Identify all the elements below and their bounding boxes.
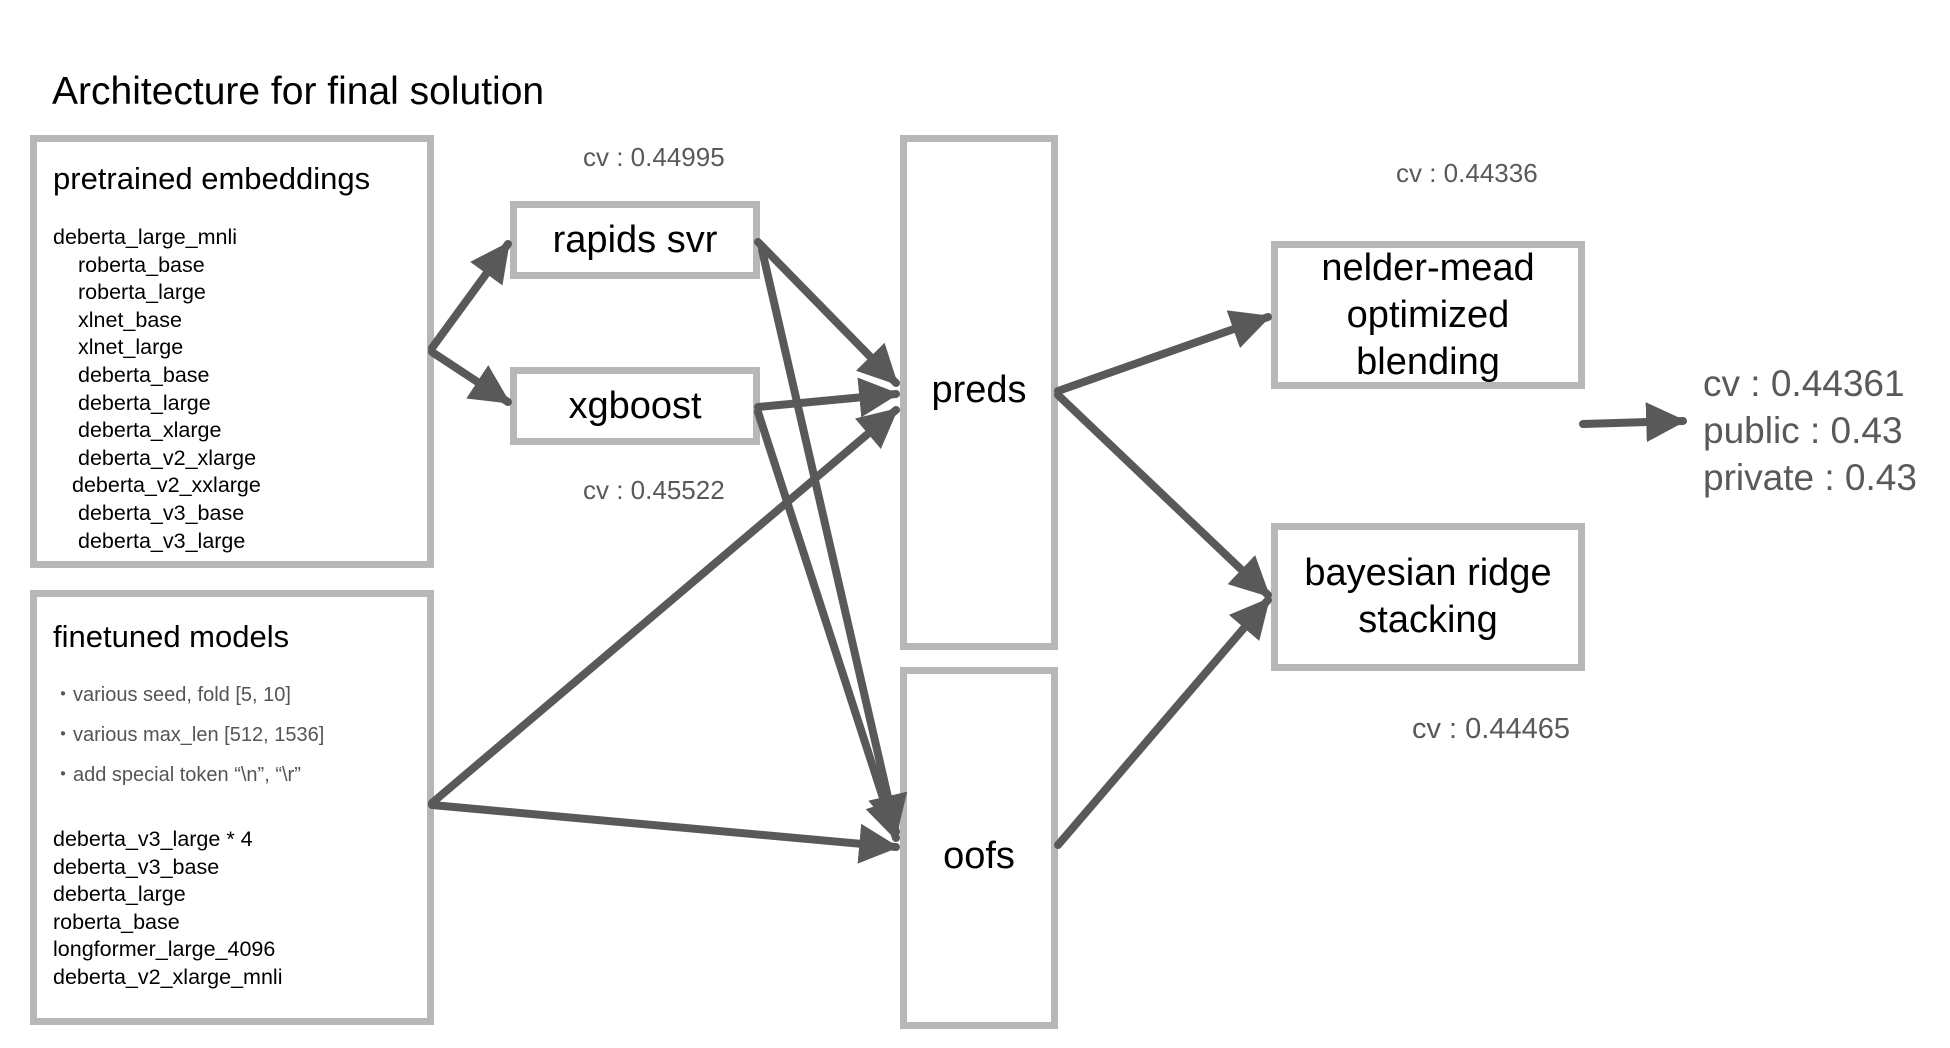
bayesian-ridge-line-2: stacking — [1358, 599, 1498, 641]
list-item: deberta_v3_large — [78, 528, 246, 553]
arrow-pretrained-to-xgboost — [428, 348, 512, 406]
oofs-label: oofs — [943, 834, 1015, 877]
arrow-xgboost-to-oofs — [754, 408, 904, 842]
arrow-preds-to-nelder-mead — [1054, 310, 1272, 395]
list-item: deberta_v2_xxlarge — [72, 473, 261, 498]
arrow-pretrained-to-svr — [428, 240, 512, 352]
nelder-mead-cv-score: cv : 0.44336 — [1396, 158, 1538, 188]
page-title: Architecture for final solution — [52, 70, 545, 113]
final-private-score: private : 0.43 — [1703, 457, 1917, 498]
arrow-finetuned-to-preds — [428, 406, 900, 807]
bayesian-ridge-cv-score: cv : 0.44465 — [1412, 713, 1570, 745]
oofs-node: oofs — [900, 667, 1058, 1029]
nelder-mead-label: nelder-mead optimized blending — [1278, 246, 1578, 383]
xgboost-cv-score: cv : 0.45522 — [583, 475, 725, 505]
arrow-svr-to-oofs — [758, 246, 908, 836]
list-item: roberta_base — [78, 252, 205, 277]
list-item: ・various seed, fold [5, 10] — [53, 684, 291, 706]
list-item: roberta_base — [53, 909, 180, 934]
bayesian-ridge-label: bayesian ridge stacking — [1278, 530, 1578, 664]
bayesian-ridge-line-1: bayesian ridge — [1304, 552, 1552, 594]
arrow-to-final-scores — [1579, 402, 1687, 443]
xgboost-label: xgboost — [568, 384, 702, 427]
preds-node: preds — [900, 135, 1058, 650]
rapids-svr-label: rapids svr — [552, 218, 718, 261]
pretrained-embeddings-list: deberta_large_mnli roberta_base roberta_… — [53, 224, 261, 555]
preds-label: preds — [931, 368, 1027, 411]
finetuned-models-box: finetuned models ・various seed, fold [5,… — [30, 590, 434, 1025]
arrow-svr-to-preds — [754, 238, 900, 387]
list-item: xlnet_base — [78, 307, 182, 332]
final-public-score: public : 0.43 — [1703, 410, 1903, 451]
list-item: roberta_large — [78, 280, 206, 305]
list-item: ・various max_len [512, 1536] — [53, 724, 325, 746]
finetuned-notes-list: ・various seed, fold [5, 10] ・various max… — [53, 675, 324, 795]
svr-cv-score: cv : 0.44995 — [583, 142, 725, 172]
list-item: deberta_base — [78, 362, 210, 387]
xgboost-node: xgboost — [510, 367, 760, 445]
nelder-mead-line-2: optimized — [1346, 293, 1510, 336]
list-item: deberta_v3_large * 4 — [53, 827, 253, 851]
list-item: deberta_large — [78, 390, 211, 415]
finetuned-models-list: deberta_v3_large * 4 deberta_v3_base deb… — [53, 826, 282, 992]
arrow-xgboost-to-preds — [754, 377, 900, 418]
nelder-mead-line-3: blending — [1356, 340, 1500, 383]
list-item: deberta_v2_xlarge — [78, 445, 257, 470]
list-item: deberta_v2_xlarge_mnli — [53, 964, 283, 989]
final-scores: cv : 0.44361 public : 0.43 private : 0.4… — [1703, 360, 1917, 501]
list-item: longformer_large_4096 — [53, 937, 276, 962]
nelder-mead-line-1: nelder-mead — [1321, 246, 1535, 289]
list-item: xlnet_large — [78, 335, 184, 360]
finetuned-models-heading: finetuned models — [53, 619, 290, 654]
bayesian-ridge-node: bayesian ridge stacking — [1271, 523, 1585, 671]
arrow-finetuned-to-oofs — [428, 801, 900, 864]
arrow-preds-to-bayesian-ridge — [1054, 391, 1272, 599]
pretrained-embeddings-box: pretrained embeddings deberta_large_mnli… — [30, 135, 434, 568]
list-item: deberta_large — [53, 882, 186, 907]
pretrained-embeddings-heading: pretrained embeddings — [53, 161, 371, 196]
final-cv-score: cv : 0.44361 — [1703, 363, 1905, 404]
list-item: deberta_large_mnli — [53, 225, 238, 249]
arrow-oofs-to-bayesian-ridge — [1054, 596, 1272, 849]
list-item: deberta_v3_base — [78, 500, 245, 525]
list-item: deberta_v3_base — [53, 854, 220, 879]
nelder-mead-node: nelder-mead optimized blending — [1271, 241, 1585, 389]
list-item: deberta_xlarge — [78, 418, 222, 443]
list-item: ・add special token “\n”, “\r” — [53, 764, 301, 786]
